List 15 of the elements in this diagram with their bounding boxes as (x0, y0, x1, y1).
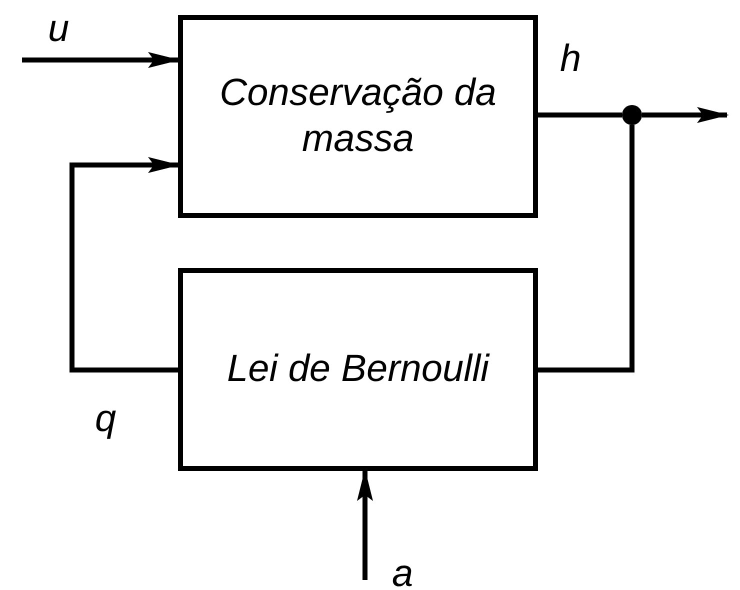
block-label: Lei de Bernoulli (226, 346, 491, 392)
arrow (22, 52, 180, 68)
signal-label: a (392, 555, 414, 590)
signal-label: q (95, 400, 116, 438)
junction-dot (622, 105, 642, 125)
signal-label: h (560, 40, 582, 78)
arrow (70, 157, 180, 372)
signal-label: u (48, 10, 70, 48)
arrow (642, 107, 729, 123)
connector-line (538, 125, 634, 372)
block-label: Conservação da massa (218, 70, 498, 162)
block-box (178, 15, 538, 218)
connector-line (538, 112, 622, 118)
block-box (178, 268, 538, 471)
arrow (357, 469, 373, 580)
